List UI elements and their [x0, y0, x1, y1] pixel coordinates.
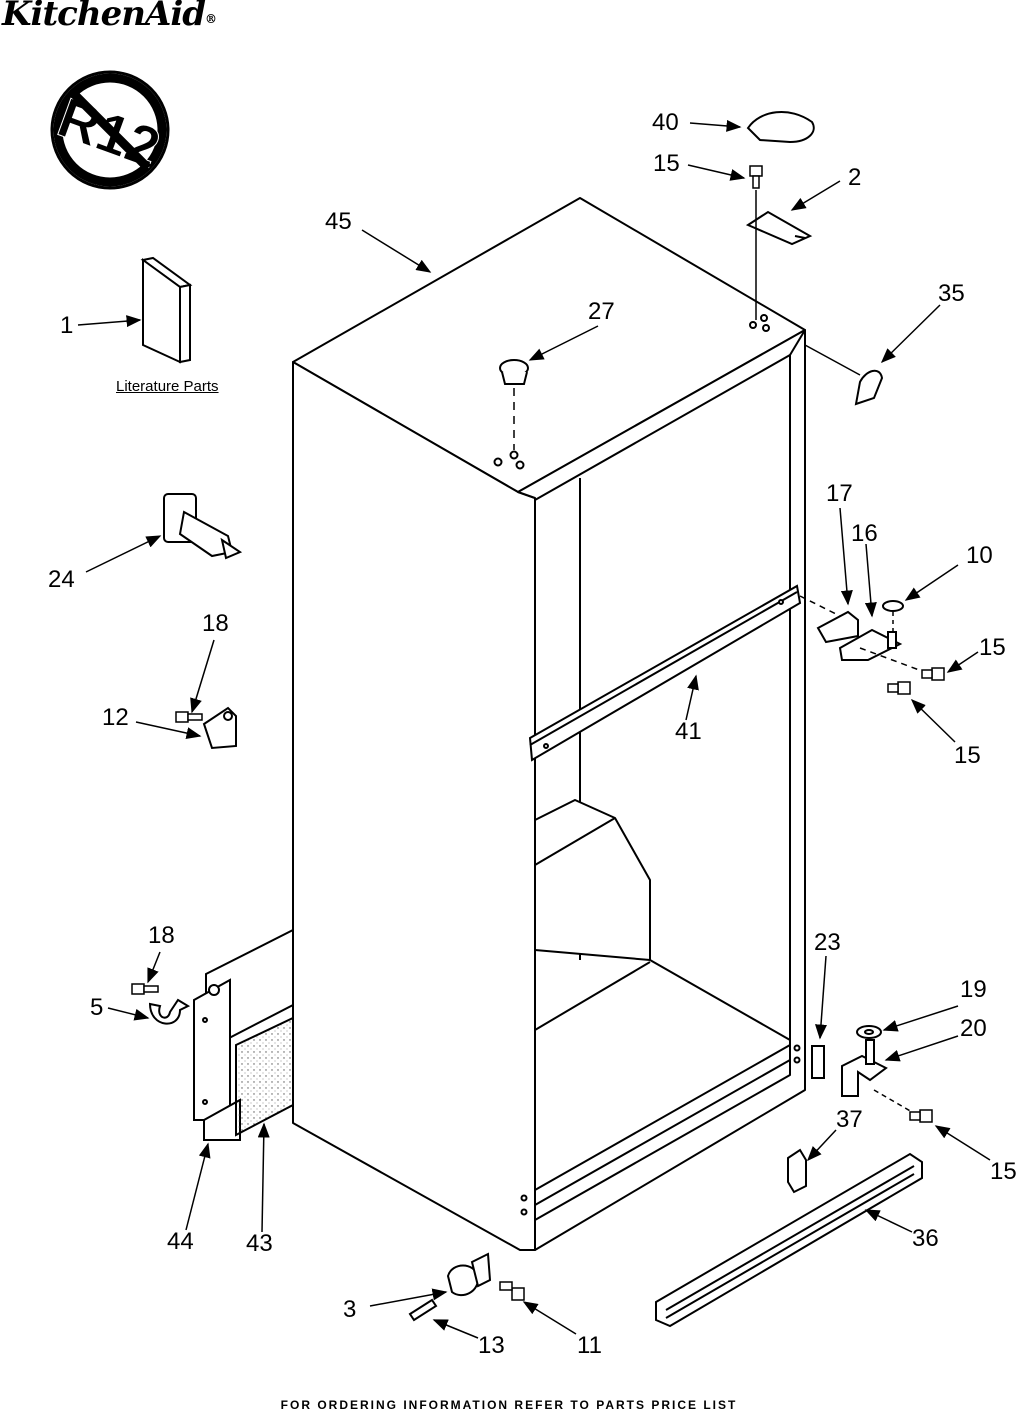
callout-15: 15	[990, 1158, 1017, 1185]
clip-5	[148, 998, 191, 1025]
pin-13	[408, 1298, 438, 1322]
callout-43: 43	[246, 1230, 273, 1257]
callout-5: 5	[90, 994, 104, 1021]
middle-hinge	[816, 600, 904, 661]
hinge-screw-mid-b	[887, 681, 911, 695]
no-r12-badge: R12	[50, 70, 170, 190]
leveler-part-3	[446, 1252, 492, 1297]
grille-clip	[787, 1148, 807, 1194]
callout-27: 27	[588, 298, 615, 325]
refrigerator-cabinet	[292, 197, 806, 1251]
bottom-hinge	[811, 1025, 888, 1097]
brand-logo: KitchenAid®	[2, 0, 217, 34]
hinge-bracket	[854, 369, 884, 406]
callout-11: 11	[577, 1332, 602, 1359]
callout-18: 18	[148, 922, 175, 949]
callout-16: 16	[851, 520, 878, 547]
part-12-clip	[202, 706, 237, 750]
top-hinge	[745, 210, 813, 246]
callout-37: 37	[836, 1106, 863, 1133]
plug-button	[499, 359, 529, 385]
callout-40: 40	[652, 109, 679, 136]
literature-booklet	[140, 256, 193, 364]
callout-44: 44	[167, 1228, 194, 1255]
callout-20: 20	[960, 1015, 987, 1042]
rear-panel-44	[193, 928, 294, 1141]
hinge-cover	[746, 110, 815, 144]
insulation-pad	[235, 1016, 294, 1137]
screw-18-top	[175, 711, 203, 723]
callout-10: 10	[966, 542, 993, 569]
callout-12: 12	[102, 704, 129, 731]
callout-19: 19	[960, 976, 987, 1003]
callout-1: 1	[60, 312, 74, 339]
callout-45: 45	[325, 208, 352, 235]
leader-lines	[77, 119, 991, 1339]
hinge-screw-top	[749, 165, 763, 189]
callout-15: 15	[979, 634, 1006, 661]
callout-41: 41	[675, 718, 702, 745]
callout-35: 35	[938, 280, 965, 307]
hinge-screw-bottom	[909, 1109, 933, 1123]
divider-rail	[528, 584, 802, 762]
callout-15: 15	[954, 742, 981, 769]
ordering-footer: FOR ORDERING INFORMATION REFER TO PARTS …	[280, 1398, 738, 1412]
callout-23: 23	[814, 929, 841, 956]
part-24	[163, 493, 243, 560]
callout-13: 13	[478, 1332, 505, 1359]
screw-18-bottom	[131, 983, 159, 995]
callout-2: 2	[848, 164, 862, 191]
callout-17: 17	[826, 480, 853, 507]
base-grille	[655, 1152, 923, 1328]
screw-11	[499, 1281, 525, 1301]
hinge-screw-mid-a	[921, 667, 945, 681]
callout-15: 15	[653, 150, 680, 177]
callout-3: 3	[343, 1296, 357, 1323]
callout-36: 36	[912, 1225, 939, 1252]
literature-parts-label: Literature Parts	[116, 378, 219, 395]
callout-24: 24	[48, 566, 75, 593]
callout-18: 18	[202, 610, 229, 637]
